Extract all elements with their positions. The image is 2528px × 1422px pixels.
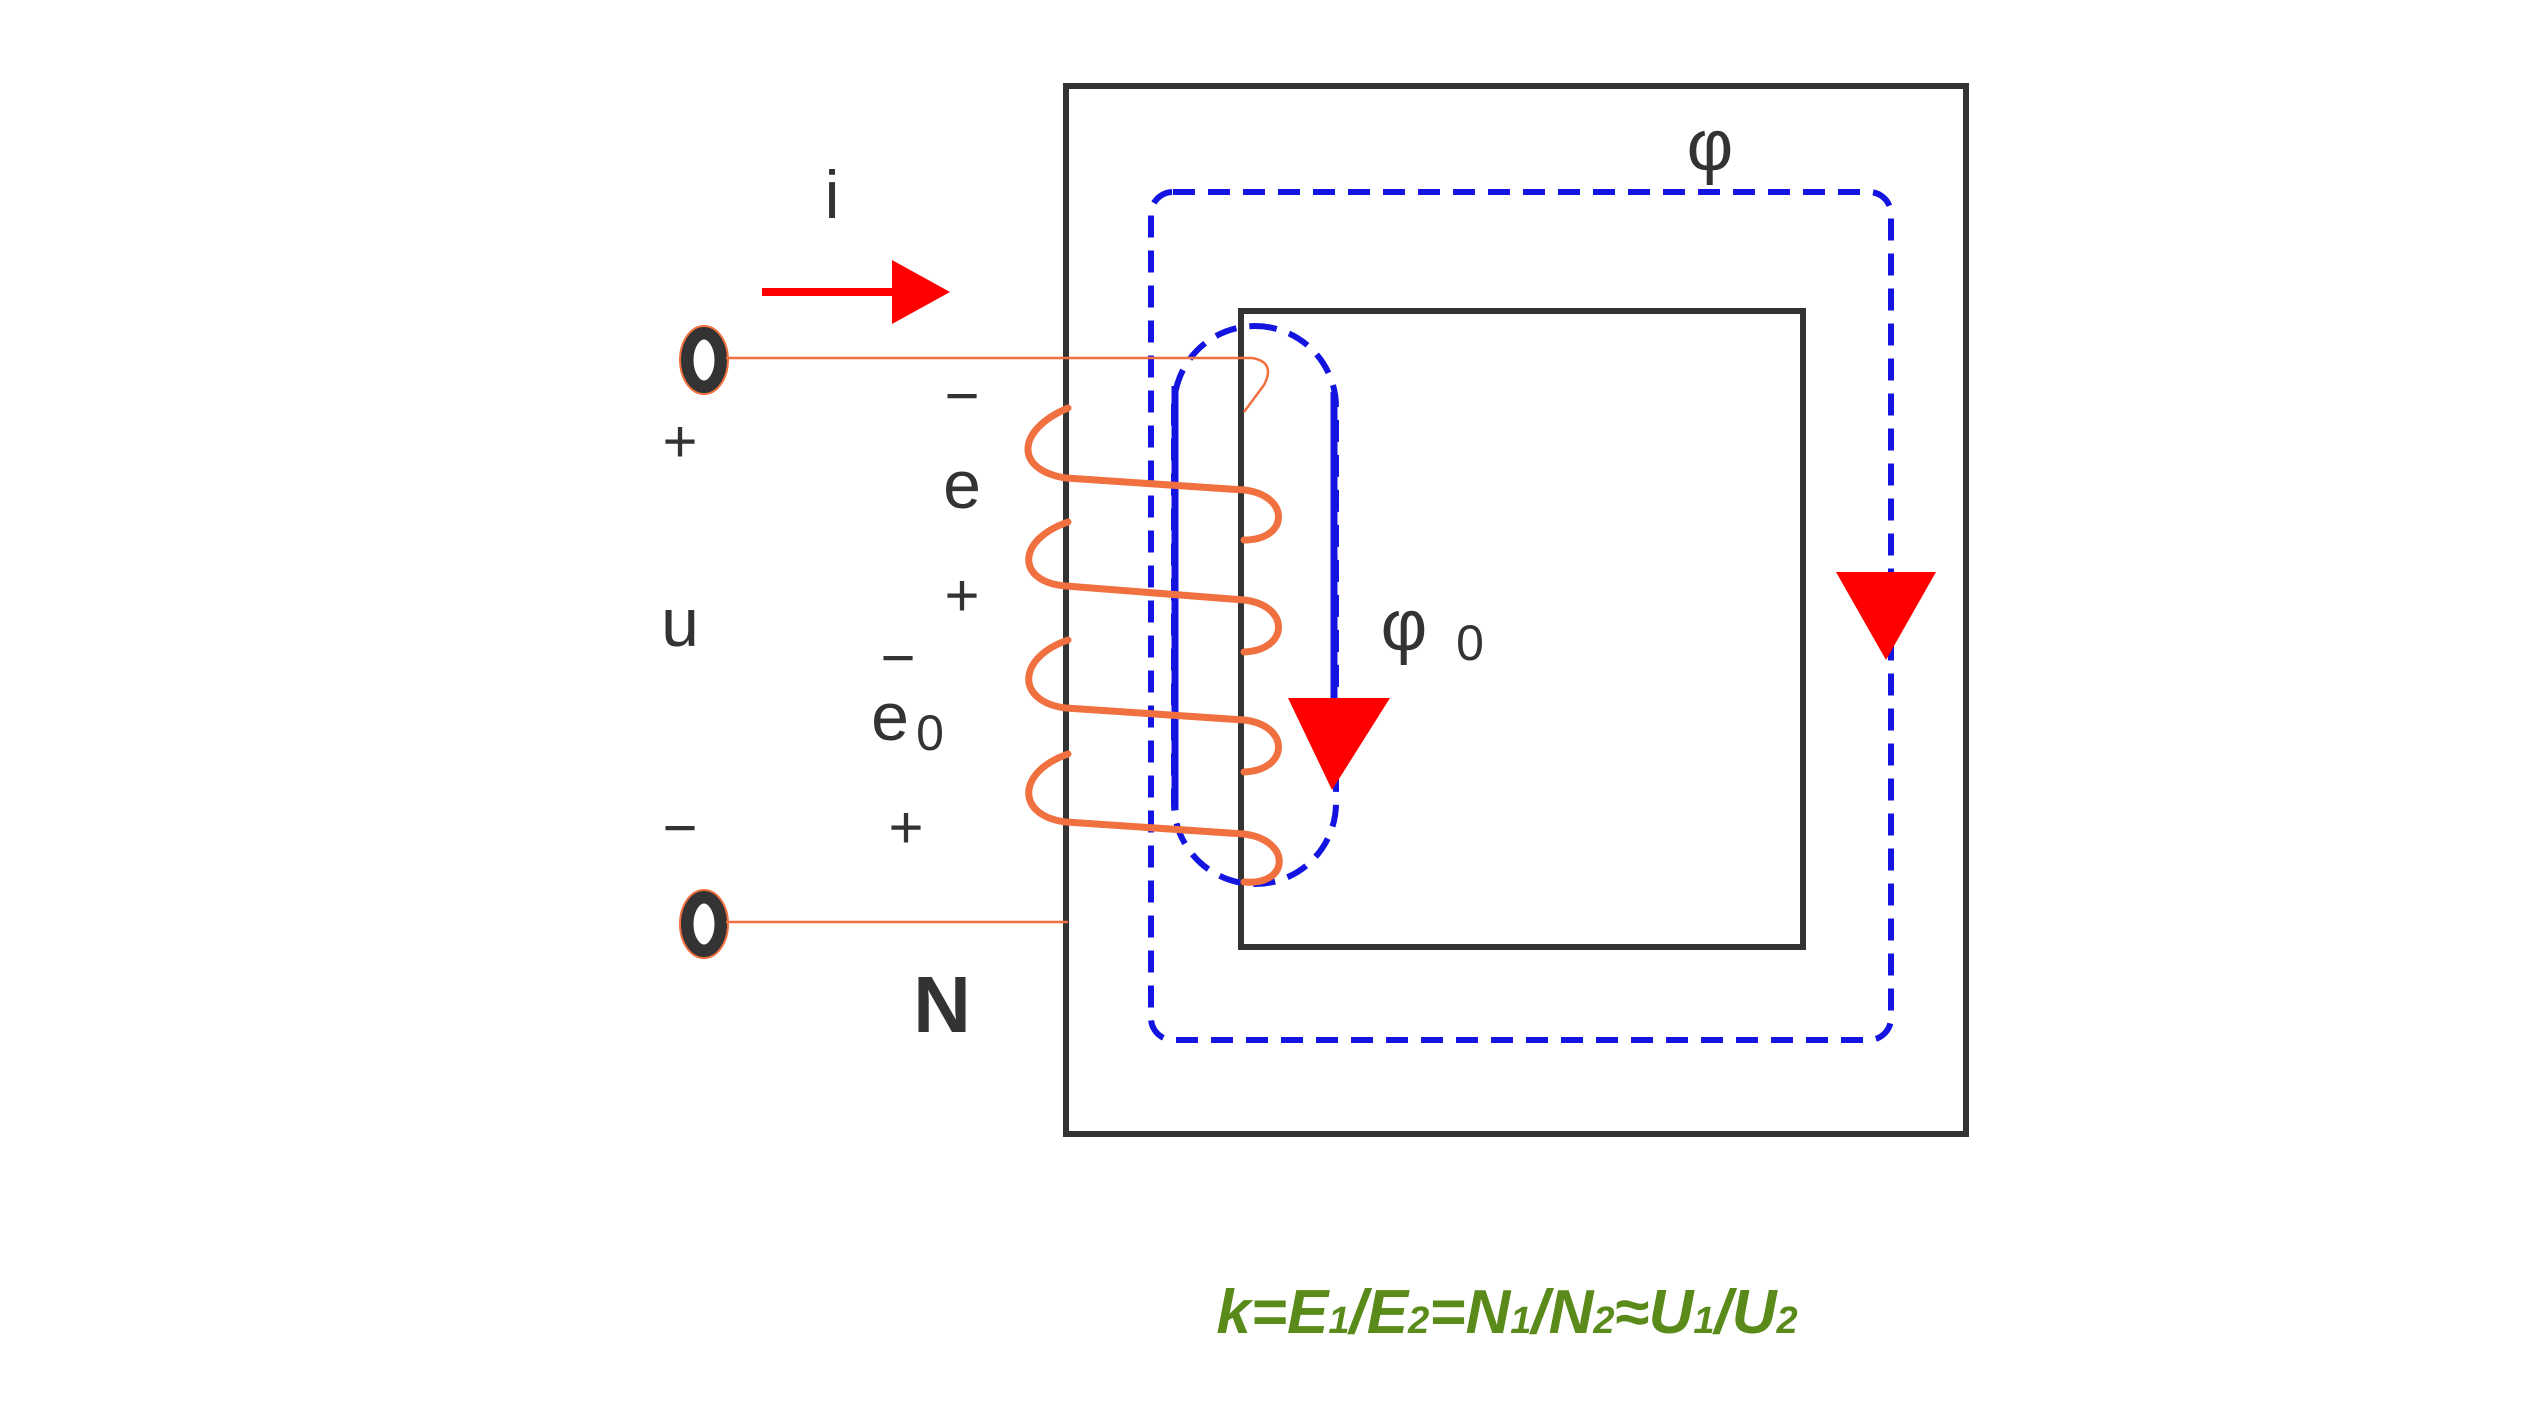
voltage-minus-sign: −: [662, 794, 697, 861]
leakage-emf-subscript: 0: [916, 705, 944, 761]
bottom-terminal: [680, 890, 728, 958]
turns-label: N: [913, 960, 971, 1049]
voltage-label: u: [661, 585, 699, 661]
current-label: i: [824, 157, 839, 233]
main-flux-path: [1148, 189, 1894, 1043]
leakage-emf-label: e: [871, 679, 909, 755]
voltage-plus-sign: +: [662, 408, 697, 475]
leakage-flux-subscript: 0: [1456, 615, 1484, 671]
leakage-emf-plus-sign: +: [888, 794, 923, 861]
turns-ratio-formula: k=E1/E2=N1/N2≈U1/U2: [1216, 1278, 1797, 1347]
main-flux-label: φ: [1687, 106, 1734, 186]
top-lead-wire: [726, 356, 1270, 413]
top-terminal: [680, 326, 728, 394]
emf-label: e: [943, 447, 981, 523]
coil-winding: [1024, 404, 1283, 886]
emf-plus-sign: +: [944, 562, 979, 629]
main-flux-arrow: [1836, 572, 1936, 660]
leakage-emf-minus-sign: −: [880, 624, 915, 691]
emf-minus-sign: −: [944, 362, 979, 429]
core-window: [1238, 308, 1806, 950]
core-outer: [1063, 83, 1969, 1137]
leakage-flux-label: φ: [1381, 586, 1428, 666]
leakage-flux-arrow: [1288, 698, 1390, 790]
current-arrow-head: [892, 260, 950, 324]
